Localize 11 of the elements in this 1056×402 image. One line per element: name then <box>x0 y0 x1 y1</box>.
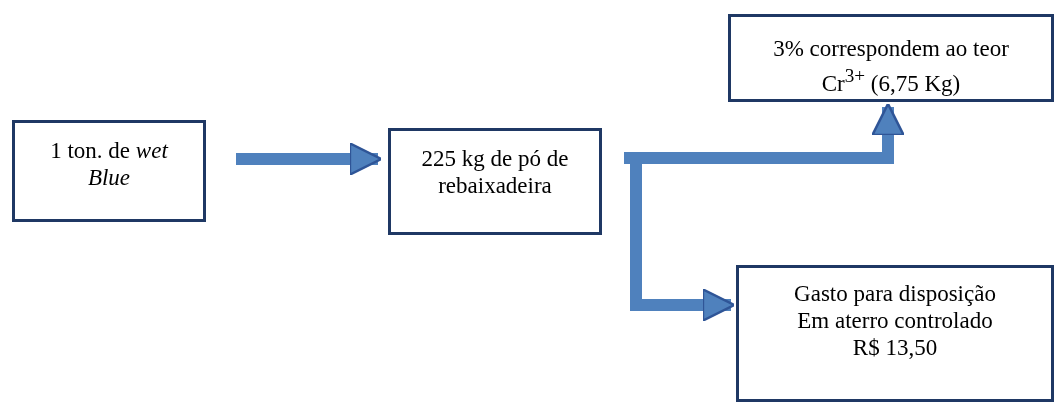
amount-text: R$ 13,50 <box>851 334 939 361</box>
box-text: 3% correspondem ao teor Cr$^{3+}$ (6,75 Kg) <box>772 35 1010 97</box>
box-text: Gasto para disposição Em aterro controlado <box>793 280 997 334</box>
block-arrow <box>624 102 905 164</box>
box-text: 225 kg de pó de rebaixadeira <box>420 145 570 199</box>
box-text: 1 ton. de wet Blue <box>49 137 170 191</box>
block-arrow <box>236 142 383 176</box>
process-box <box>736 265 1054 402</box>
process-box <box>388 128 602 235</box>
process-box <box>728 14 1054 102</box>
process-box <box>12 120 206 222</box>
